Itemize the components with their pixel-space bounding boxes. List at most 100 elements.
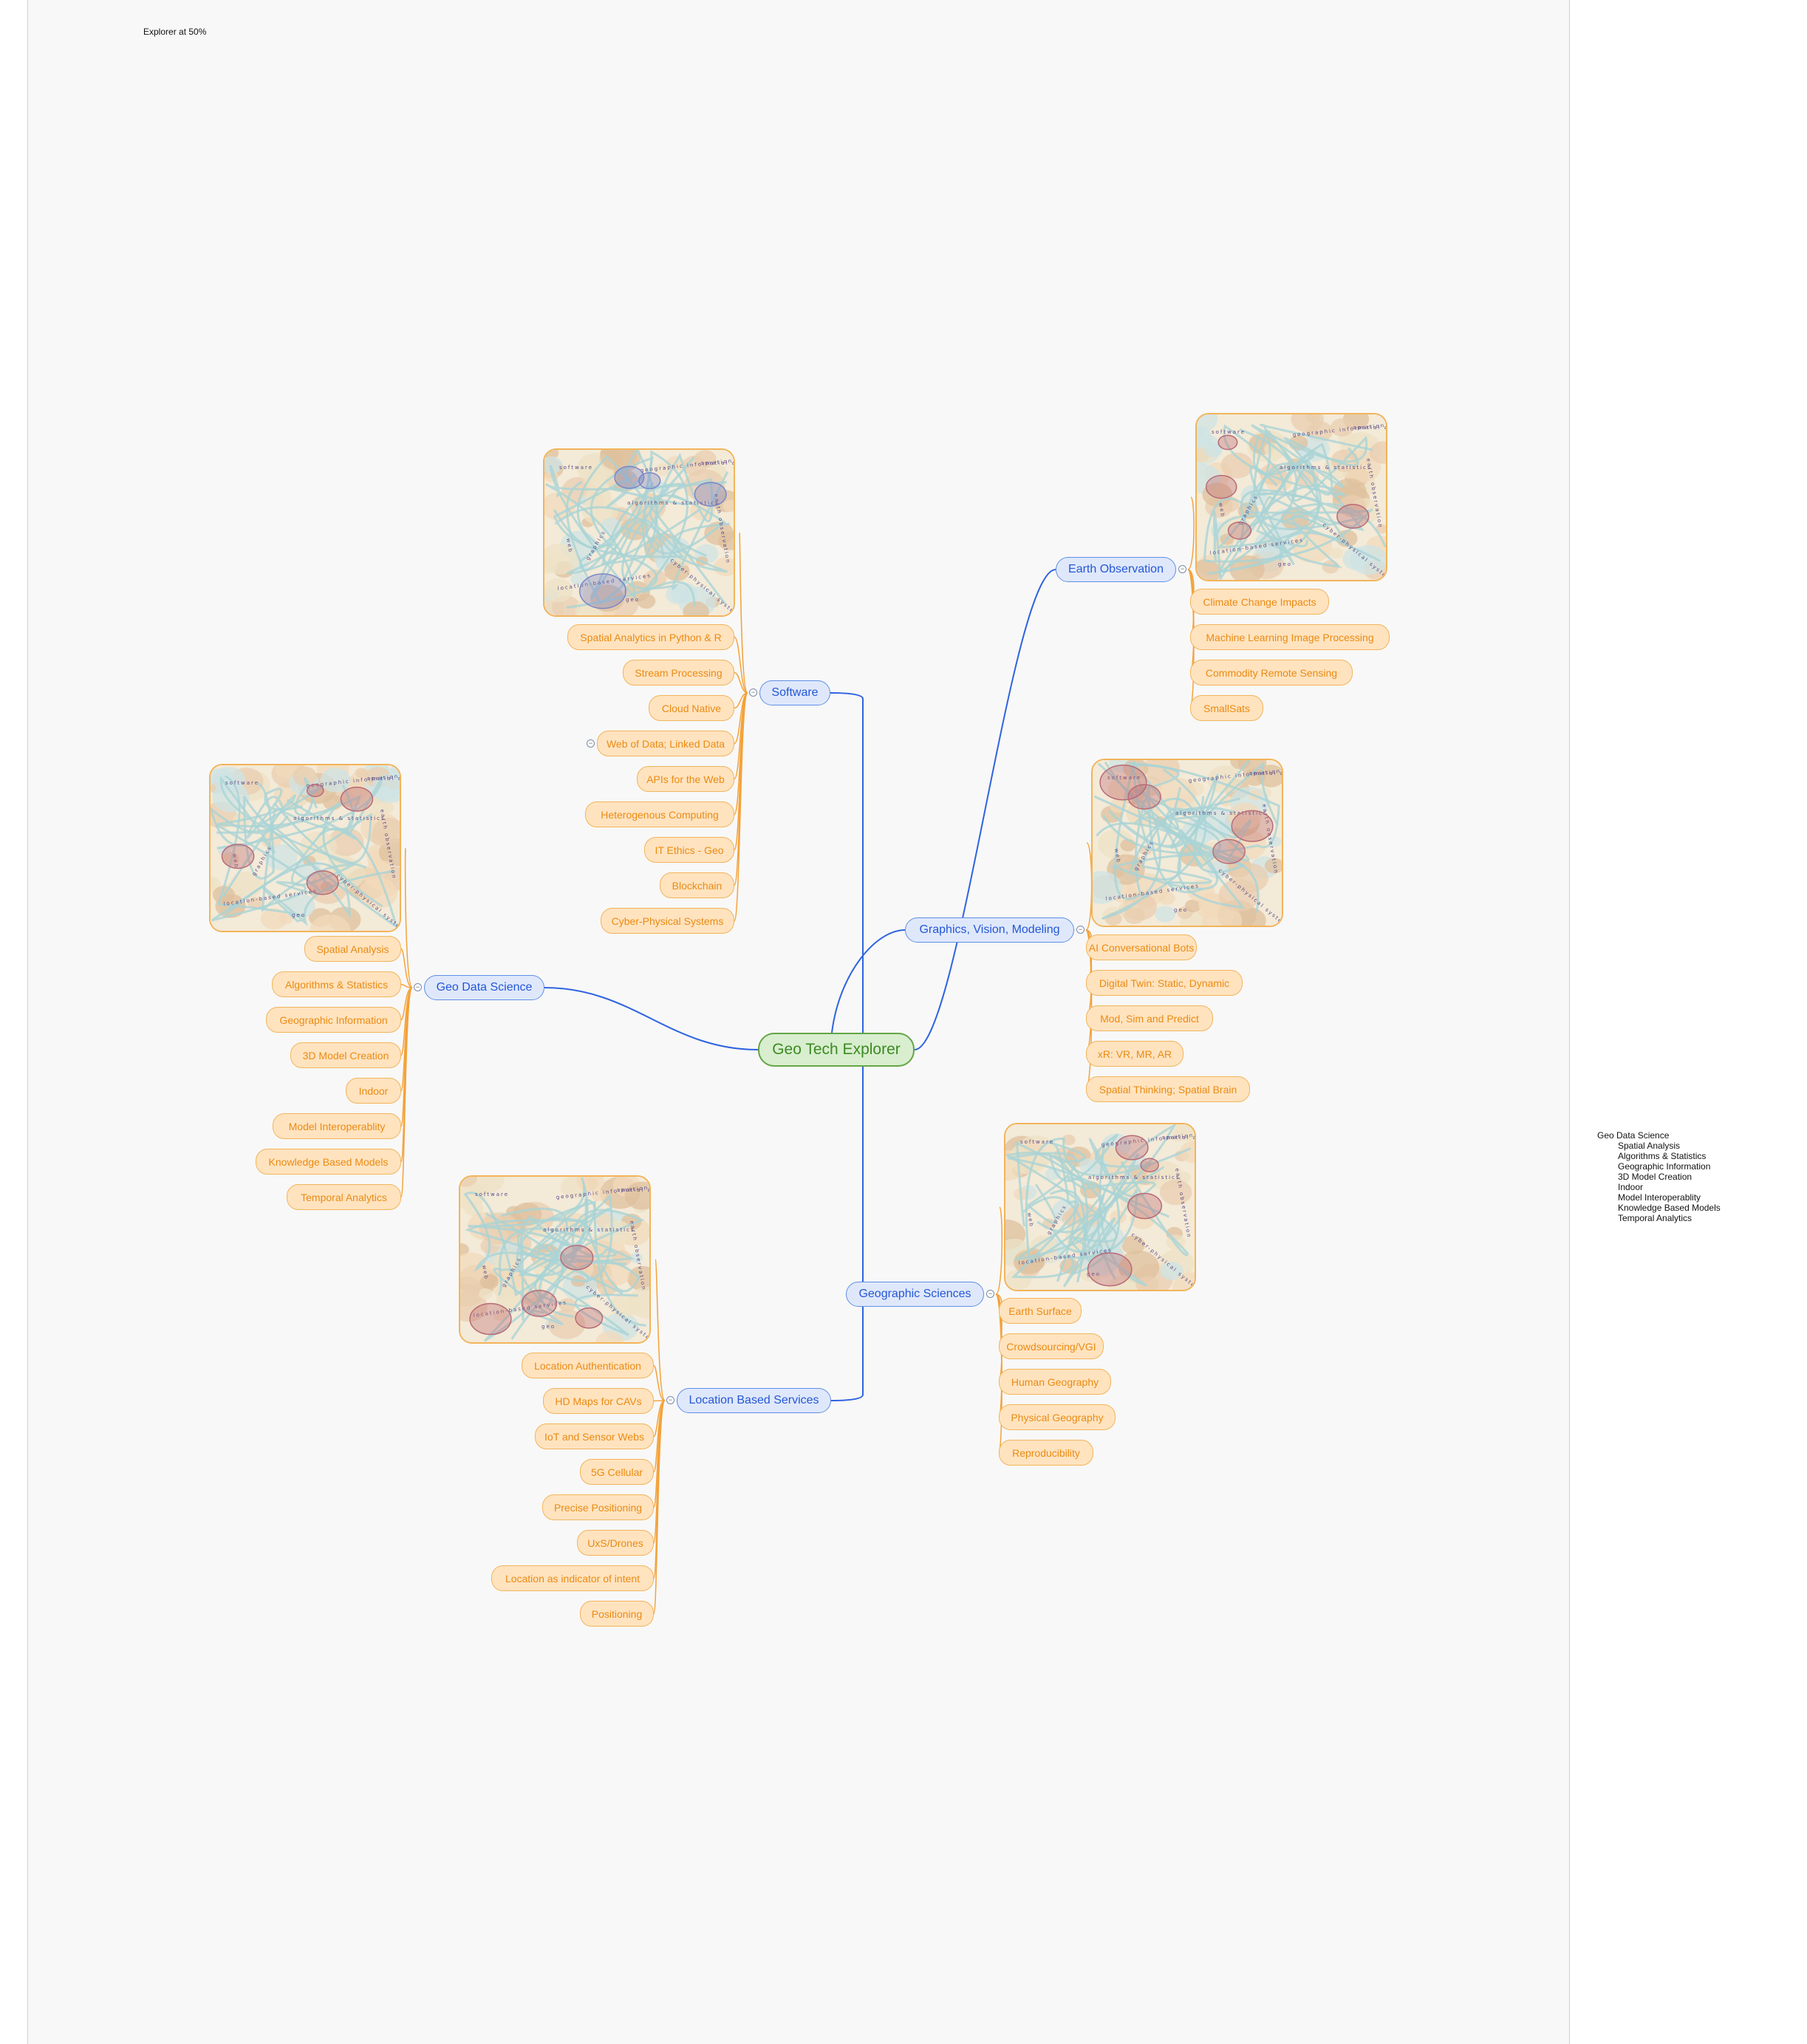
mind-map-canvas[interactable]: Explorer at 50% Geo Tech Explorer Softwar…: [27, 0, 1570, 2044]
leaf-label: Digital Twin: Static, Dynamic: [1099, 977, 1230, 989]
outline-item[interactable]: Knowledge Based Models: [1618, 1203, 1721, 1213]
svg-text:software: software: [475, 1192, 509, 1197]
outline-item[interactable]: Geographic Information: [1618, 1161, 1711, 1172]
leaf-label: Machine Learning Image Processing: [1206, 631, 1374, 643]
svg-text:algorithms & statistics: algorithms & statistics: [1088, 1175, 1181, 1180]
leaf-collapse-toggle[interactable]: [587, 739, 595, 748]
outline-item[interactable]: Spatial Analysis: [1618, 1141, 1681, 1151]
leaf-label: Spatial Analytics in Python & R: [580, 631, 722, 643]
leaf-geo-data-science-2[interactable]: Geographic Information: [266, 1007, 401, 1033]
leaf-graphics-2[interactable]: Mod, Sim and Predict: [1086, 1005, 1213, 1031]
branch-geo-data-science[interactable]: Geo Data Science: [424, 975, 544, 1000]
collapse-toggle[interactable]: [986, 1290, 994, 1298]
branch-earth-observation[interactable]: Earth Observation: [1056, 557, 1176, 582]
leaf-label: Precise Positioning: [553, 1501, 643, 1514]
leaf-earth-observation-1[interactable]: Machine Learning Image Processing: [1190, 624, 1390, 650]
branch-geographic-sciences[interactable]: Geographic Sciences: [846, 1282, 984, 1307]
outline-item[interactable]: 3D Model Creation: [1618, 1172, 1692, 1182]
collapse-toggle[interactable]: [1178, 565, 1186, 573]
leaf-geographic-sciences-4[interactable]: Reproducibility: [999, 1440, 1093, 1466]
leaf-label: IoT and Sensor Webs: [544, 1430, 644, 1443]
leaf-label: Earth Surface: [1008, 1305, 1072, 1317]
svg-text:spatial analysis: spatial analysis: [1162, 1135, 1195, 1141]
outline-title[interactable]: Geo Data Science: [1597, 1130, 1670, 1141]
leaf-geo-data-science-5[interactable]: Model Interoperablity: [273, 1113, 401, 1139]
leaf-lbs-4[interactable]: Precise Positioning: [542, 1494, 654, 1520]
leaf-label: 5G Cellular: [590, 1466, 643, 1478]
link-map: [655, 1259, 666, 1401]
leaf-earth-observation-3[interactable]: SmallSats: [1190, 695, 1263, 721]
leaf-label: Temporal Analytics: [301, 1191, 387, 1203]
leaf-label: Human Geography: [1011, 1375, 1099, 1388]
branch-graphics[interactable]: Graphics, Vision, Modeling: [905, 917, 1074, 943]
leaf-label: Climate Change Impacts: [1203, 595, 1316, 608]
leaf-lbs-7[interactable]: Positioning: [580, 1601, 654, 1627]
leaf-graphics-3[interactable]: xR: VR, MR, AR: [1086, 1041, 1183, 1067]
leaf-geo-data-science-7[interactable]: Temporal Analytics: [287, 1184, 401, 1210]
leaf-label: Location Authentication: [534, 1359, 641, 1372]
leaf-lbs-0[interactable]: Location Authentication: [522, 1353, 654, 1378]
outline-item[interactable]: Algorithms & Statistics: [1618, 1151, 1707, 1161]
leaf-geographic-sciences-0[interactable]: Earth Surface: [999, 1298, 1082, 1324]
leaf-software-8[interactable]: Cyber-Physical Systems: [601, 908, 734, 934]
leaf-geographic-sciences-2[interactable]: Human Geography: [999, 1369, 1111, 1395]
collapse-toggle[interactable]: [666, 1396, 674, 1404]
link-root-earth_observation: [914, 569, 1056, 1050]
leaf-lbs-5[interactable]: UxS/Drones: [577, 1530, 654, 1556]
branch-software[interactable]: Software: [759, 680, 830, 705]
link-leaf: [734, 671, 748, 694]
leaf-graphics-4[interactable]: Spatial Thinking; Spatial Brain: [1086, 1076, 1250, 1102]
leaf-label: Mod, Sim and Predict: [1100, 1012, 1199, 1025]
leaf-geographic-sciences-3[interactable]: Physical Geography: [999, 1404, 1116, 1430]
link-leaf: [400, 987, 413, 1198]
svg-text:web: web: [1026, 1212, 1034, 1228]
outline-item[interactable]: Indoor: [1618, 1182, 1644, 1192]
link-leaf: [734, 692, 748, 922]
leaf-graphics-1[interactable]: Digital Twin: Static, Dynamic: [1086, 970, 1243, 996]
leaf-software-5[interactable]: Heterogenous Computing: [585, 801, 734, 827]
leaf-graphics-0[interactable]: AI Conversational Bots: [1086, 934, 1197, 960]
leaf-label: Cyber-Physical Systems: [611, 915, 724, 927]
leaf-geo-data-science-0[interactable]: Spatial Analysis: [304, 936, 401, 962]
svg-text:geo: geo: [1174, 907, 1188, 913]
leaf-lbs-1[interactable]: HD Maps for CAVs: [543, 1388, 654, 1414]
leaf-geographic-sciences-1[interactable]: Crowdsourcing/VGI: [999, 1333, 1104, 1359]
zoom-label: Explorer at 50%: [143, 27, 207, 37]
link-map: [995, 1206, 1003, 1295]
outline-item[interactable]: Temporal Analytics: [1618, 1213, 1692, 1223]
leaf-software-2[interactable]: Cloud Native: [649, 695, 734, 721]
leaf-software-3[interactable]: Web of Data; Linked Data: [597, 731, 734, 756]
leaf-software-0[interactable]: Spatial Analytics in Python & R: [567, 624, 734, 650]
link-leaf: [653, 1364, 666, 1401]
collapse-toggle[interactable]: [749, 688, 757, 697]
leaf-earth-observation-2[interactable]: Commodity Remote Sensing: [1190, 660, 1353, 686]
root-node[interactable]: Geo Tech Explorer: [758, 1033, 915, 1067]
leaf-software-4[interactable]: APIs for the Web: [637, 766, 734, 792]
leaf-lbs-6[interactable]: Location as indicator of intent: [491, 1565, 654, 1591]
leaf-label: Reproducibility: [1012, 1446, 1080, 1459]
leaf-lbs-3[interactable]: 5G Cellular: [580, 1459, 654, 1485]
outline-item[interactable]: Model Interoperablity: [1618, 1192, 1701, 1203]
leaf-lbs-2[interactable]: IoT and Sensor Webs: [535, 1423, 654, 1449]
leaf-geo-data-science-1[interactable]: Algorithms & Statistics: [272, 971, 401, 997]
leaf-software-7[interactable]: Blockchain: [660, 872, 734, 898]
leaf-software-6[interactable]: IT Ethics - Geo: [644, 837, 734, 863]
leaf-geo-data-science-6[interactable]: Knowledge Based Models: [256, 1149, 401, 1175]
leaf-earth-observation-0[interactable]: Climate Change Impacts: [1190, 589, 1329, 615]
link-root-geographic_sciences: [845, 1067, 864, 1295]
leaf-label: Location as indicator of intent: [505, 1572, 641, 1585]
leaf-geo-data-science-3[interactable]: 3D Model Creation: [290, 1042, 401, 1068]
branch-lbs[interactable]: Location Based Services: [677, 1388, 831, 1413]
collapse-toggle[interactable]: [414, 983, 422, 991]
collapse-toggle[interactable]: [1076, 926, 1084, 934]
leaf-software-1[interactable]: Stream Processing: [623, 660, 734, 686]
leaf-geo-data-science-4[interactable]: Indoor: [346, 1078, 401, 1104]
